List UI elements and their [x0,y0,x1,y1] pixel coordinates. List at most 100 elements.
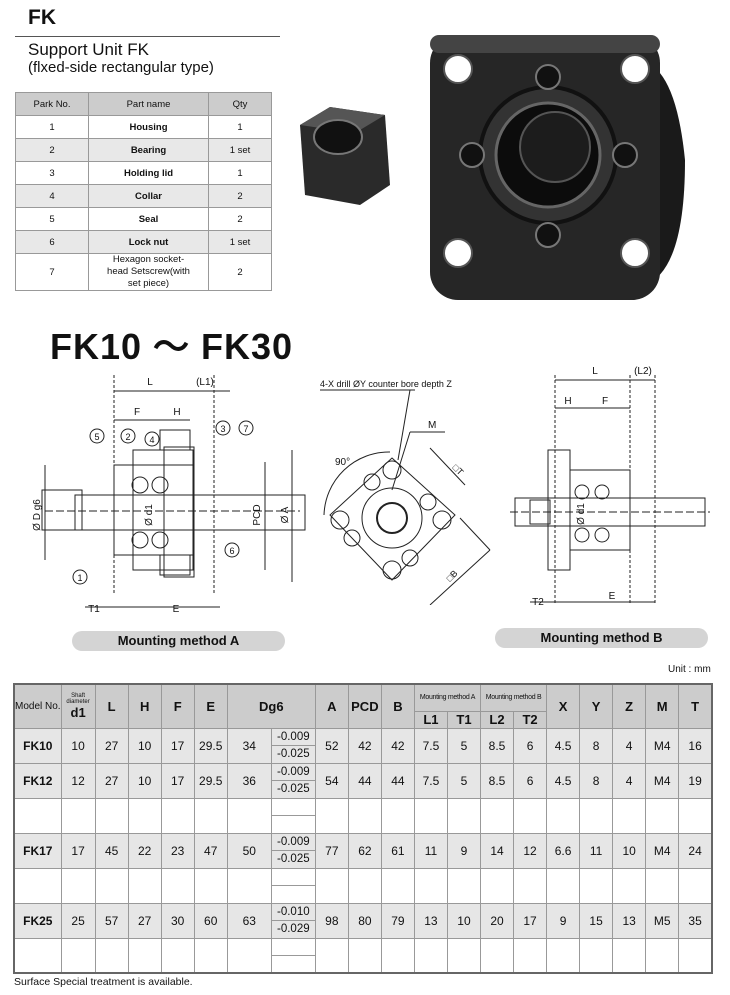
cell-d1 [60,867,96,904]
cell-T1: 9 [446,832,481,869]
blank-row [13,937,713,974]
part-name: Seal [88,207,209,231]
cell-T1 [446,867,481,904]
cell-L2: 8.5 [479,762,515,799]
header-Y: Y [579,683,614,729]
cell-X: 6.6 [546,832,581,869]
tolerance-upper [270,867,316,886]
tolerance-lower: -0.029 [270,920,316,939]
cell-L1: 13 [413,902,448,939]
part-qty: 2 [208,184,272,208]
cell-Z: 4 [612,727,647,764]
unit-label: Unit : mm [668,664,711,675]
cell-T2: 6 [513,727,548,764]
cell-L: 27 [94,727,129,764]
part-name: Hexagon socket-head Setscrew(with set pi… [88,253,209,291]
cell-E: 47 [193,832,228,869]
part-qty: 1 [208,161,272,185]
header-E: E [193,683,228,729]
header-Z: Z [612,683,647,729]
cell-M: M4 [645,727,680,764]
part-number: 3 [15,161,89,185]
cell-model [13,797,62,834]
cell-model: FK17 [13,832,62,869]
cell-L2: 14 [479,832,515,869]
svg-text:7: 7 [243,424,248,434]
header-T: T [678,683,713,729]
product-subtitle: (flxed-side rectangular type) [28,59,214,76]
diagram-mounting-b: L (L2) H F Ø d1 T2 E [510,366,710,608]
cell-Z [612,867,647,904]
footnote: Surface Special treatment is available. [14,976,193,988]
cell-PCD [347,937,382,974]
counterbore-note: 4-X drill ØY counter bore depth Z [320,379,452,389]
cell-Y [579,867,614,904]
cell-PCD: 80 [347,902,382,939]
cell-L1 [413,867,448,904]
cell-D: 63 [226,902,272,939]
cell-X [546,937,581,974]
cell-model: FK12 [13,762,62,799]
cell-L2: 20 [479,902,515,939]
dim-L1: (L1) [196,377,214,388]
cell-L2: 8.5 [479,727,515,764]
parts-header: Qty [208,92,272,116]
svg-text:3: 3 [220,424,225,434]
cell-A [314,797,349,834]
cell-L2 [479,867,515,904]
dim-PCD: PCD [252,504,263,525]
part-name: Collar [88,184,209,208]
cell-model: FK25 [13,902,62,939]
dim-F: F [134,407,140,418]
header-F: F [160,683,195,729]
svg-text:4: 4 [149,435,154,445]
header-model: Model No. [13,683,62,729]
cell-M [645,867,680,904]
header-mounting-b: Mounting method B [479,683,548,712]
cell-L1: 7.5 [413,762,448,799]
cell-PCD [347,797,382,834]
title-divider [15,36,280,37]
header-Dg6: Dg6 [226,683,316,729]
cell-d1: 10 [60,727,96,764]
cell-B [380,797,415,834]
cell-D [226,937,272,974]
cell-Z [612,797,647,834]
dim-d1: Ø d1 [144,504,155,526]
cell-H [127,867,162,904]
cell-T1: 5 [446,727,481,764]
part-name: Housing [88,115,209,139]
parts-header: Part name [88,92,209,116]
cell-E [193,867,228,904]
cell-E [193,797,228,834]
cell-F: 17 [160,762,195,799]
cell-L: 45 [94,832,129,869]
diagram-front-view: 4-X drill ØY counter bore depth Z M 90° … [320,379,491,605]
cell-A: 54 [314,762,349,799]
header-A: A [314,683,349,729]
cell-M: M4 [645,762,680,799]
tolerance-lower: -0.025 [270,745,316,764]
part-number: 6 [15,230,89,254]
part-number: 5 [15,207,89,231]
tolerance-upper: -0.009 [270,762,316,781]
cell-D: 36 [226,762,272,799]
tolerance-upper [270,937,316,956]
cell-model [13,937,62,974]
cell-F: 30 [160,902,195,939]
part-qty: 1 [208,115,272,139]
part-name: Lock nut [88,230,209,254]
cell-Y: 15 [579,902,614,939]
cell-X [546,867,581,904]
cell-D [226,797,272,834]
cell-T1 [446,797,481,834]
cell-d1 [60,937,96,974]
cell-T1 [446,937,481,974]
cell-PCD: 42 [347,727,382,764]
